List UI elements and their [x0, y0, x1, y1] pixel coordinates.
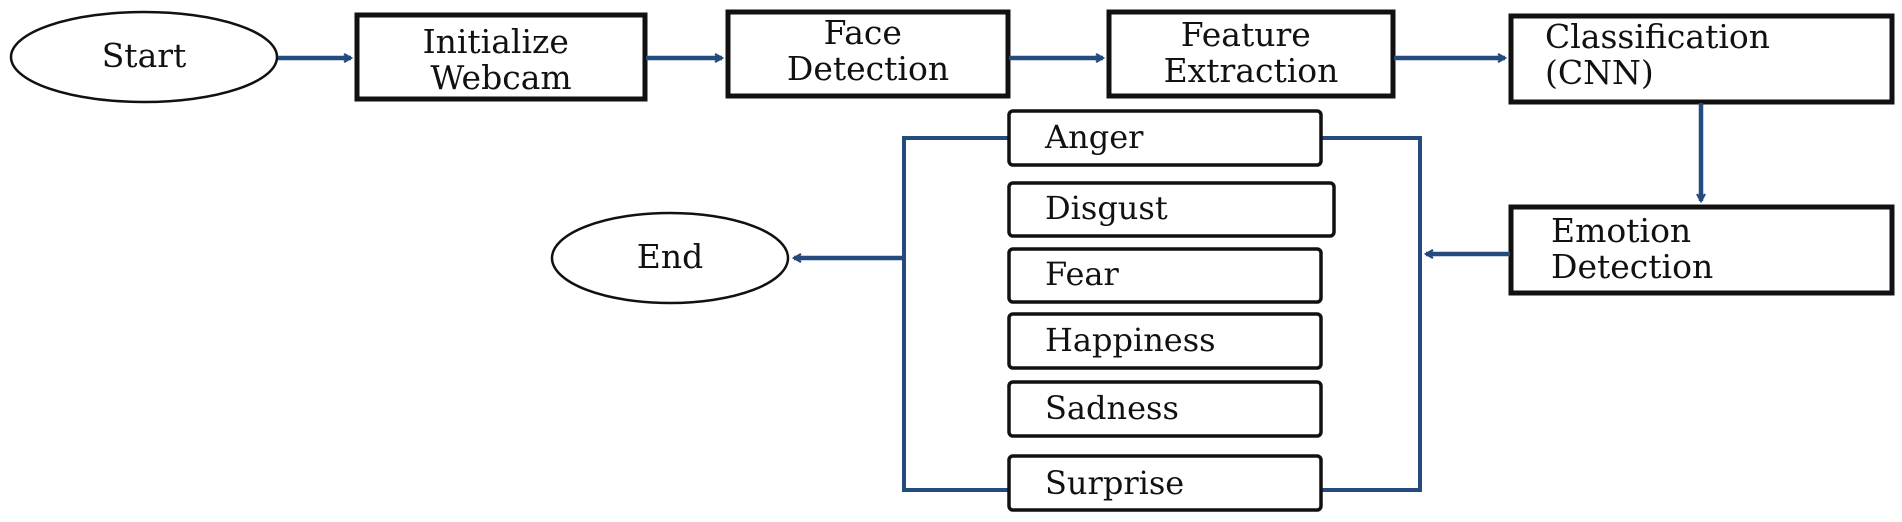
face-detection-label: Face Detection [787, 13, 949, 88]
initialize-webcam-label: Initialize Webcam [423, 22, 580, 97]
start-label: Start [102, 36, 187, 75]
feature-extraction-node: Feature Extraction [1106, 9, 1396, 99]
flow-arrows [278, 58, 1701, 258]
emotion-item: Surprise [1007, 454, 1323, 512]
emotion-group-bracket [902, 136, 1422, 492]
emotion-item: Disgust [1007, 181, 1336, 238]
emotion-list: Anger Disgust Fear Happiness Sadness Sur… [1007, 109, 1336, 512]
classification-cnn-node: Classification (CNN) [1508, 13, 1895, 105]
start-node: Start [9, 10, 279, 104]
emotion-label: Disgust [1045, 189, 1168, 227]
feature-extraction-label: Feature Extraction [1164, 15, 1339, 90]
emotion-label: Happiness [1045, 321, 1216, 359]
emotion-detection-node: Emotion Detection [1508, 204, 1895, 296]
emotion-label: Fear [1045, 255, 1119, 293]
emotion-item: Sadness [1007, 380, 1323, 438]
emotion-item: Happiness [1007, 312, 1323, 370]
end-label: End [637, 237, 703, 276]
emotion-label: Anger [1044, 118, 1144, 156]
emotion-item: Anger [1007, 109, 1323, 167]
classification-cnn-label: Classification (CNN) [1545, 17, 1781, 92]
emotion-item: Fear [1007, 247, 1323, 304]
emotion-label: Surprise [1045, 464, 1184, 502]
end-node: End [550, 211, 790, 305]
emotion-detection-label: Emotion Detection [1551, 211, 1713, 286]
initialize-webcam-node: Initialize Webcam [354, 12, 648, 102]
face-detection-node: Face Detection [725, 9, 1011, 99]
emotion-label: Sadness [1045, 389, 1179, 427]
